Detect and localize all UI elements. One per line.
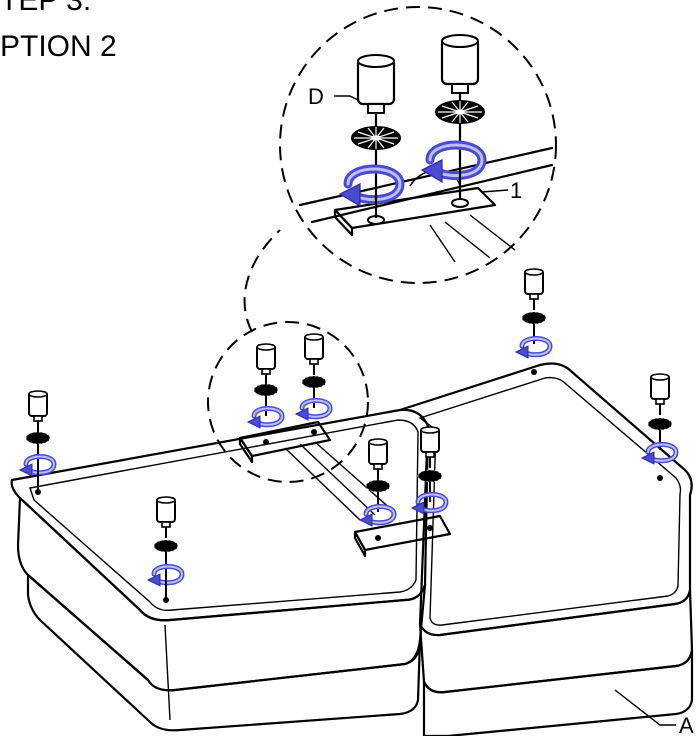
base-left [10, 408, 430, 732]
option-title: PTION 2 [0, 30, 117, 63]
svg-text:A: A [679, 713, 694, 736]
foot-bracket-4 [412, 426, 446, 531]
base-right [398, 362, 694, 736]
foot-bracket-3 [360, 438, 394, 541]
detail-circle-small [207, 321, 369, 483]
foot-left-front [148, 496, 182, 603]
detail-circle-large [279, 6, 557, 284]
svg-text:1: 1 [510, 178, 522, 203]
foot-right-corner [642, 373, 676, 481]
svg-text:D: D [308, 84, 324, 109]
callout-a: A [614, 689, 694, 736]
step-title: TEP 3: [0, 0, 92, 17]
callout-d: D [308, 84, 359, 109]
detail-leader [243, 229, 281, 333]
foot-left-corner [20, 390, 54, 495]
callout-1: 1 [481, 178, 522, 203]
bracket-plate-bottom [353, 514, 452, 558]
foot-bracket-1 [248, 343, 282, 445]
inset-detail [298, 33, 554, 263]
foot-right-back [516, 268, 550, 375]
foot-bracket-2 [296, 333, 330, 435]
bracket-plate-top [238, 420, 393, 521]
